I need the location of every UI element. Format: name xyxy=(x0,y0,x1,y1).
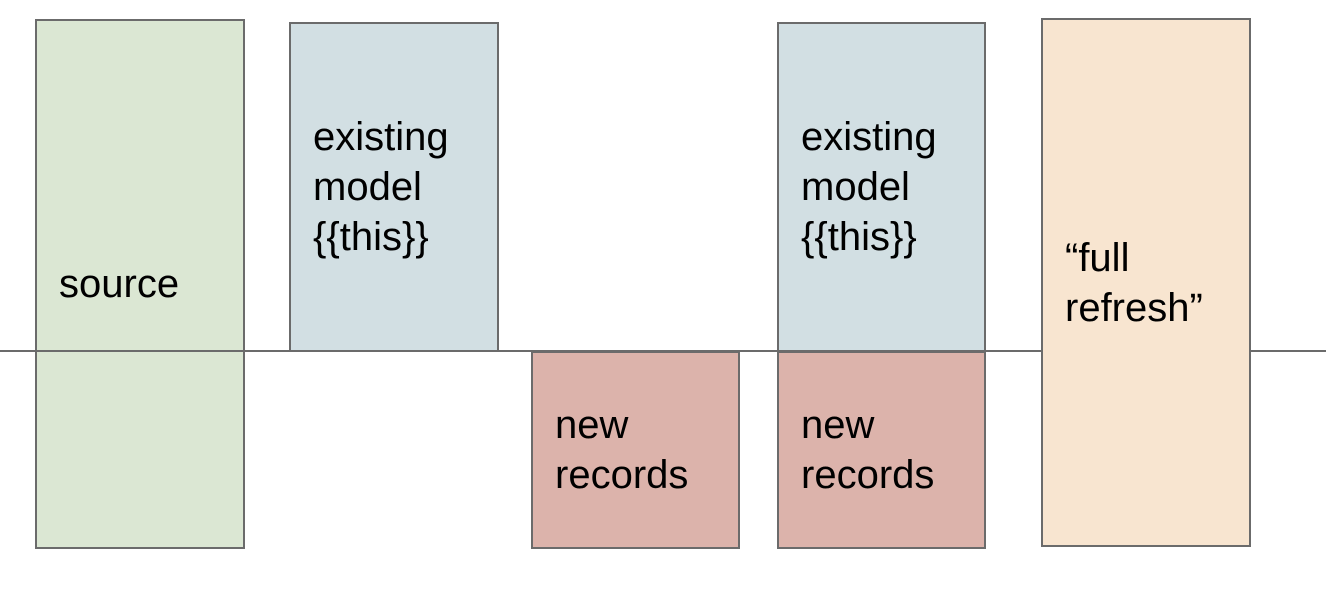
source-box: source xyxy=(35,19,245,549)
existing-model-label-1: existing model {{this}} xyxy=(313,115,449,259)
new-records-box-1: new records xyxy=(531,351,740,549)
existing-model-box-2: existing model {{this}} xyxy=(777,22,986,352)
full-refresh-box: “full refresh” xyxy=(1041,18,1251,547)
source-label: source xyxy=(59,262,180,306)
new-records-label-2: new records xyxy=(801,403,935,497)
full-refresh-label: “full refresh” xyxy=(1065,235,1203,330)
new-records-label-1: new records xyxy=(555,403,689,497)
existing-model-label-2: existing model {{this}} xyxy=(801,115,937,259)
new-records-box-2: new records xyxy=(777,351,986,549)
existing-model-box-1: existing model {{this}} xyxy=(289,22,499,352)
